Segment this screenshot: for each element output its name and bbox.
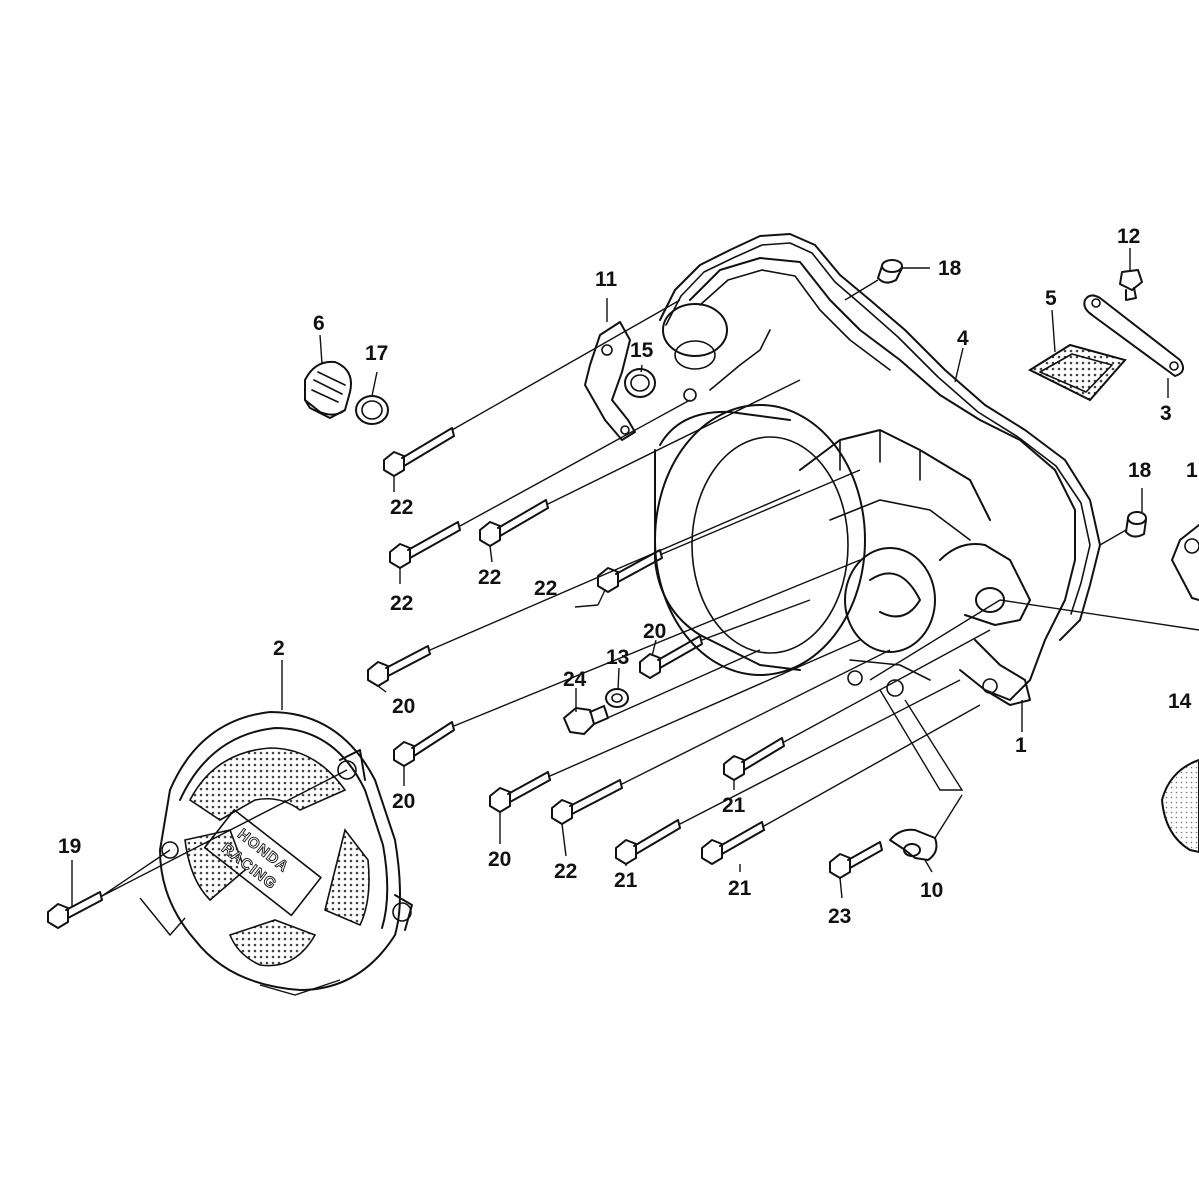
callout-11: 11 bbox=[595, 268, 618, 291]
bolt-22d bbox=[597, 549, 663, 593]
bolt-22c bbox=[479, 499, 549, 547]
callout-6: 6 bbox=[313, 312, 325, 335]
callout-22a: 22 bbox=[390, 496, 413, 519]
callout-20a: 20 bbox=[392, 695, 415, 718]
dowel-part-18-right bbox=[1125, 511, 1147, 538]
bolts bbox=[47, 427, 883, 929]
bolt-21c bbox=[701, 821, 765, 865]
callout-21c: 21 bbox=[728, 877, 752, 900]
leader-lines bbox=[71, 248, 1199, 996]
callout-labels: 1 2 3 4 5 6 10 11 12 13 14 15 17 18 18 1… bbox=[58, 225, 1198, 928]
strap-part-3 bbox=[1083, 294, 1185, 377]
callout-1-cut: 1 bbox=[1186, 459, 1198, 482]
callout-23: 23 bbox=[828, 905, 851, 928]
callout-1: 1 bbox=[1015, 734, 1027, 757]
oil-filler-cap-part-6 bbox=[304, 360, 352, 419]
callout-19: 19 bbox=[58, 835, 81, 858]
callout-22b: 22 bbox=[390, 592, 413, 615]
callout-20d: 20 bbox=[488, 848, 511, 871]
callout-2: 2 bbox=[273, 637, 285, 660]
callout-24: 24 bbox=[563, 668, 587, 691]
callout-22c: 22 bbox=[478, 566, 501, 589]
generator-cover-part-2: HONDA RACING bbox=[159, 711, 413, 991]
callout-18-right: 18 bbox=[1128, 459, 1152, 482]
seal-part-15 bbox=[624, 368, 656, 398]
callout-14: 14 bbox=[1168, 690, 1192, 713]
callout-5: 5 bbox=[1045, 287, 1057, 310]
bolt-20a bbox=[367, 645, 431, 687]
callout-22d: 22 bbox=[534, 577, 557, 600]
bracket-part-11 bbox=[584, 321, 636, 441]
callout-15: 15 bbox=[630, 339, 654, 362]
callout-21b: 21 bbox=[614, 869, 638, 892]
callout-21a: 21 bbox=[722, 794, 746, 817]
dowel-part-18-upper bbox=[877, 259, 903, 284]
callout-20c: 20 bbox=[392, 790, 415, 813]
callout-22e: 22 bbox=[554, 860, 577, 883]
callout-17: 17 bbox=[365, 342, 388, 365]
bolt-22b bbox=[389, 521, 461, 569]
bolt-20b bbox=[639, 635, 703, 679]
bolt-22e bbox=[551, 779, 623, 825]
part-14-partial bbox=[1160, 524, 1199, 854]
bolt-21b bbox=[615, 819, 681, 865]
inspection-plate-part-5 bbox=[1027, 343, 1127, 402]
bolt-21a bbox=[723, 737, 785, 781]
clamp-part-10 bbox=[889, 828, 938, 861]
crankcase-cover-part-1 bbox=[654, 257, 1076, 706]
callout-12: 12 bbox=[1117, 225, 1140, 248]
callout-4: 4 bbox=[957, 327, 969, 350]
bolt-20d bbox=[489, 771, 551, 813]
callout-3: 3 bbox=[1160, 402, 1172, 425]
callout-20b: 20 bbox=[643, 620, 666, 643]
o-ring-part-17 bbox=[355, 395, 389, 425]
bolt-part-12 bbox=[1119, 269, 1143, 301]
washer-part-13 bbox=[605, 688, 629, 708]
bolt-23 bbox=[829, 841, 883, 879]
bolt-22a bbox=[383, 427, 455, 477]
bolt-20c bbox=[393, 721, 455, 767]
callout-10: 10 bbox=[920, 879, 943, 902]
callout-18-upper: 18 bbox=[938, 257, 962, 280]
bolt-19 bbox=[47, 891, 103, 929]
callout-13: 13 bbox=[606, 646, 629, 669]
